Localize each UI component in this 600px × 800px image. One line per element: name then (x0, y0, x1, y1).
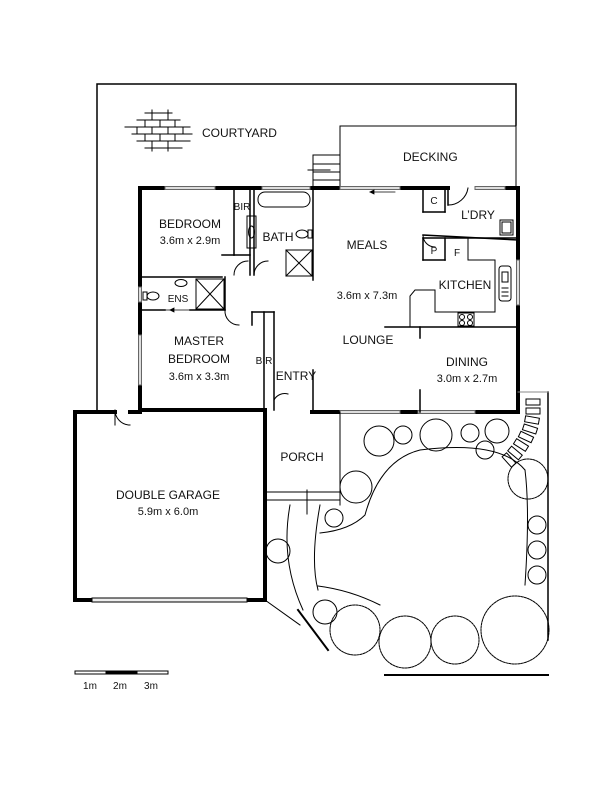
fridge-label: F (454, 248, 460, 259)
windows (138, 186, 520, 414)
bir-label-1: BIR (234, 202, 251, 213)
stepping-stones (501, 398, 541, 468)
brick-paving-icon (124, 109, 193, 152)
dining-size: 3.0m x 2.7m (437, 373, 498, 385)
toilet-icon (295, 229, 313, 239)
shrubs (265, 418, 547, 625)
scale-label-2m: 2m (113, 681, 127, 692)
courtyard-label: COURTYARD (202, 126, 277, 140)
decking-steps (307, 154, 341, 189)
interior-walls (139, 187, 519, 413)
bir-label-2: BIR (256, 356, 273, 367)
master-bedroom-label-1: MASTER (174, 334, 224, 348)
master-bedroom-size: 3.6m x 3.3m (169, 371, 230, 383)
meals-label: MEALS (347, 238, 388, 252)
bathtub-icon (257, 191, 311, 208)
ensuite-label: ENS (168, 294, 189, 305)
garage-label: DOUBLE GARAGE (116, 488, 220, 502)
shower-icon (285, 249, 313, 277)
bath-label: BATH (262, 230, 293, 244)
pantry-label: P (431, 246, 438, 257)
porch-label: PORCH (280, 450, 323, 464)
trees (329, 458, 550, 669)
kitchen-bench (409, 237, 496, 328)
garage-size: 5.9m x 6.0m (138, 506, 199, 518)
scale-bar (74, 670, 169, 675)
bedroom-size: 3.6m x 2.9m (160, 235, 221, 247)
kitchen-sink-icon (498, 265, 512, 302)
ensuite-toilet-icon (142, 291, 160, 301)
kitchen-label: KITCHEN (439, 278, 492, 292)
ensuite-basin-icon (174, 279, 188, 287)
dining-label: DINING (446, 355, 488, 369)
bedroom-label: BEDROOM (159, 217, 221, 231)
site-boundary (96, 83, 517, 411)
garage-door (91, 597, 248, 603)
cupboard-label: C (430, 196, 437, 207)
scale-label-1m: 1m (83, 681, 97, 692)
scale-label-3m: 3m (144, 681, 158, 692)
lounge-label: LOUNGE (343, 333, 394, 347)
decking-label: DECKING (403, 150, 458, 164)
doors (114, 187, 469, 426)
cooktop-icon (457, 312, 475, 327)
garden-paths (264, 391, 549, 676)
garage-walls (73, 408, 267, 602)
meals-size: 3.6m x 7.3m (337, 290, 398, 302)
laundry-label: L’DRY (461, 208, 495, 222)
entry-label: ENTRY (276, 369, 316, 383)
bath-vanity-icon (246, 215, 257, 249)
laundry-tub-icon (499, 219, 514, 236)
sliding-door-arrows (164, 189, 396, 313)
master-bedroom-label-2: BEDROOM (168, 352, 230, 366)
ensuite-shower-icon (195, 278, 225, 310)
